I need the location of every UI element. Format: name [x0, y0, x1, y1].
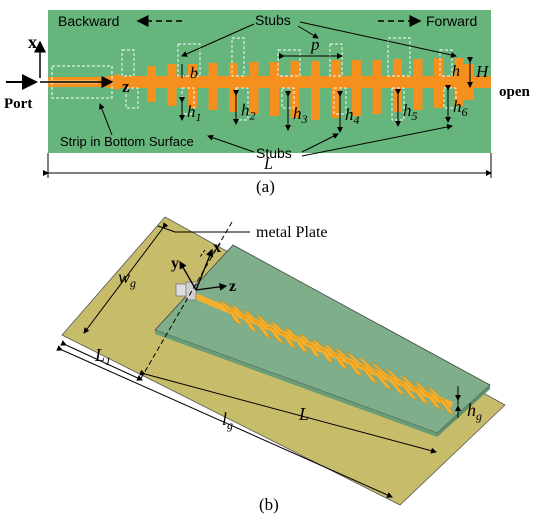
stub-bottom — [290, 88, 300, 118]
h-label: h — [452, 63, 460, 80]
h-sub-label: h4 — [345, 105, 360, 127]
x-axis-3d — [195, 248, 214, 291]
stub-top — [167, 64, 177, 76]
plate-dashed-line — [199, 249, 206, 258]
L-label: L — [263, 156, 273, 173]
H-label: H — [475, 62, 490, 81]
dashed-stub — [329, 43, 343, 77]
stubs-pointer — [181, 23, 255, 57]
stub-bottom — [413, 88, 423, 110]
stubs-bottom-pointer — [301, 133, 339, 153]
stub-top — [393, 59, 402, 76]
caption-b: (b) — [259, 495, 279, 514]
substrate-edge — [437, 385, 490, 437]
stub-bottom — [454, 88, 464, 106]
y-axis-3d — [179, 260, 197, 291]
stub-top — [434, 58, 443, 76]
hg-label: hg — [467, 400, 482, 423]
main-strip — [120, 76, 491, 88]
strip-bottom-label: Strip in Bottom Surface — [60, 134, 194, 149]
stub-3d-bottom — [253, 320, 272, 339]
h-sub-label: h2 — [241, 101, 256, 123]
h-sub-label: h5 — [403, 101, 418, 123]
axis-z-3d-label: z — [229, 278, 236, 295]
L-3d-dimension — [139, 369, 437, 454]
stub-end — [462, 64, 474, 100]
wg-dimension — [83, 222, 169, 334]
stub-top — [352, 60, 361, 76]
h-sub-label: h3 — [293, 104, 308, 126]
stub-bottom — [331, 88, 341, 118]
dashed-stub — [387, 37, 411, 77]
stub-bottom — [352, 88, 361, 116]
axis-y-3d-label: y — [171, 255, 179, 272]
bottom-surface-stubs — [121, 37, 457, 121]
stub-bottom — [229, 88, 238, 112]
stub-top — [188, 64, 197, 76]
axis-x-3d-label: x — [213, 239, 221, 256]
stub-top — [372, 60, 382, 76]
stubs-top-label: Stubs — [255, 12, 291, 28]
stub-bottom — [311, 88, 320, 120]
stub-3d-bottom — [240, 315, 258, 333]
stubs-bottom-label: Stubs — [256, 145, 292, 161]
p-label: p — [310, 35, 320, 54]
stubs-bottom-pointer — [207, 134, 255, 153]
dashed-stub — [333, 87, 347, 115]
dashed-stub — [231, 37, 245, 77]
stub-height-labels: h1 h2 h3 h4 h5 h6 — [179, 85, 468, 133]
port-label: Port — [4, 96, 32, 112]
stub-bottom — [434, 88, 443, 108]
open-label: open — [499, 84, 531, 100]
stub-bottom — [249, 88, 259, 114]
b-label: b — [190, 65, 198, 82]
stub-3d-bottom — [266, 326, 286, 345]
stub-3d-bottom — [227, 309, 243, 326]
stub-3d-bottom — [437, 397, 455, 416]
stub-top — [454, 58, 464, 76]
dashed-stub — [177, 43, 201, 77]
h-sub-label: h1 — [187, 102, 202, 124]
panel-b: metal Plate x y z wg L1 lg L hg (b) — [56, 216, 506, 514]
stub-bottom — [188, 88, 197, 108]
wg-label: wg — [118, 267, 136, 290]
stub-bottom — [372, 88, 382, 114]
stubs-pointer — [297, 25, 319, 39]
backward-label: Backward — [58, 13, 119, 29]
connector-body — [185, 281, 197, 301]
dashed-stub — [277, 49, 301, 77]
caption-a: (a) — [256, 177, 275, 196]
stubs-bottom-pointer — [301, 124, 453, 157]
stub-top — [270, 62, 279, 76]
axis-z-label: z — [122, 77, 130, 96]
stub-top — [311, 61, 320, 76]
h-sub-label: h6 — [453, 97, 468, 119]
z-axis-3d — [195, 282, 228, 291]
stub-top — [331, 60, 341, 76]
stub-top — [229, 63, 238, 76]
axis-x-label: x — [28, 32, 37, 52]
dashed-stub — [439, 49, 453, 77]
stub-top — [413, 59, 423, 76]
stub-top — [290, 61, 300, 76]
stub-top — [249, 62, 259, 76]
forward-label: Forward — [426, 13, 477, 29]
L-3d-label: L — [298, 404, 309, 424]
stub-top — [208, 63, 218, 76]
stubs-pointer — [299, 21, 457, 58]
dashed-stub — [121, 49, 135, 77]
strip-note-pointer — [99, 103, 113, 136]
metal-plate-label: metal Plate — [256, 224, 328, 241]
stub-bottom — [147, 88, 156, 102]
stub-bottom — [167, 88, 177, 106]
stub-top — [147, 66, 156, 76]
panel-a: x z Port open Backward Forward Stubs p b… — [4, 10, 531, 196]
dashed-stub — [125, 87, 139, 109]
stub-bottom — [270, 88, 279, 116]
stub-bottom — [208, 88, 218, 110]
